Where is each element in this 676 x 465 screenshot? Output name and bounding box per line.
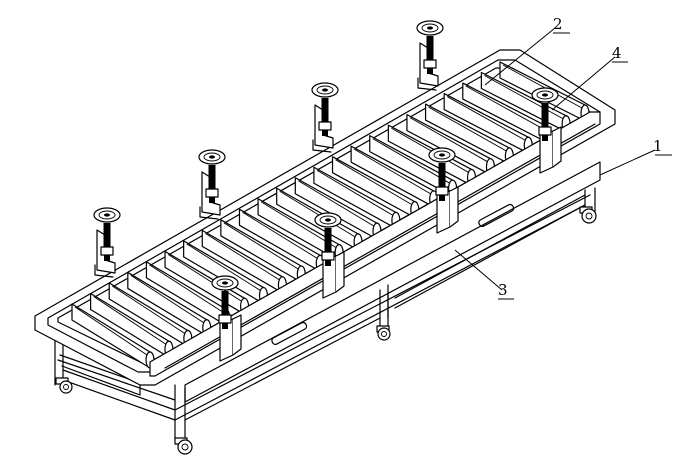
callouts: 1 2 3 4 xyxy=(454,15,672,300)
clamp-assembly xyxy=(311,82,339,153)
clamp-assembly xyxy=(198,149,226,220)
callout-label-4: 4 xyxy=(612,44,622,62)
callout-label-3: 3 xyxy=(498,281,508,299)
clamp-assembly xyxy=(428,147,459,234)
base-frame xyxy=(54,161,601,443)
clamp-assembly xyxy=(416,20,444,91)
clamp-assemblies xyxy=(93,20,562,362)
roller xyxy=(443,92,533,154)
caster-wheel xyxy=(55,377,73,394)
clamp-assembly xyxy=(93,207,121,278)
callout-label-2: 2 xyxy=(553,15,563,33)
caster-wheel xyxy=(376,325,391,341)
callout-label-1: 1 xyxy=(653,137,663,155)
caster-wheels xyxy=(55,206,597,455)
clamp-assembly xyxy=(211,275,242,362)
clamp-assembly xyxy=(314,212,345,299)
caster-wheel xyxy=(579,206,597,224)
clamp-assembly xyxy=(531,87,562,174)
caster-wheel xyxy=(174,437,193,455)
